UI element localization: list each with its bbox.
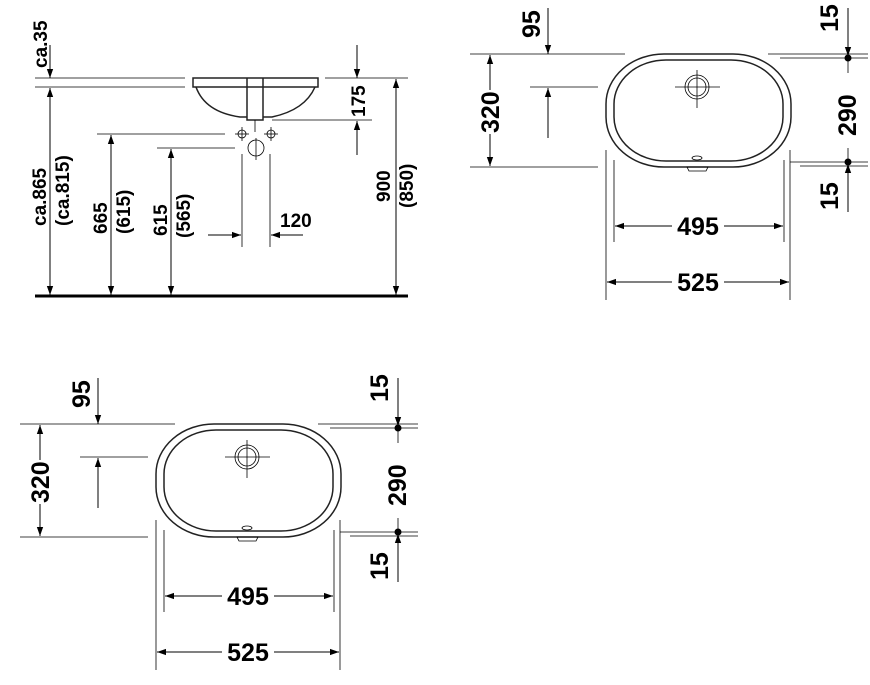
tap-holes <box>235 127 278 160</box>
basin-section <box>192 77 319 132</box>
dim-15-top: 15 <box>816 4 844 32</box>
dim-ca815: (ca.815) <box>53 155 74 226</box>
basin-outline <box>605 53 792 168</box>
dim-ca35: ca.35 <box>31 20 52 68</box>
plan-view-top-right: 95 320 15 290 15 495 525 <box>470 4 868 300</box>
dim-850: (850) <box>397 164 418 208</box>
dim-615: 615 <box>151 204 172 236</box>
overflow-icon <box>686 155 709 172</box>
dim-320: 320 <box>27 461 55 503</box>
dim-175: 175 <box>349 85 370 117</box>
dim-495: 495 <box>227 583 269 611</box>
basin-outline <box>155 423 342 538</box>
drain-icon <box>225 440 270 478</box>
dim-900: 900 <box>374 170 395 202</box>
dim-95: 95 <box>68 380 96 408</box>
side-view: ca.35 175 900 (850) ca.865 (ca.815) 665 … <box>30 20 418 298</box>
dim-ca865: ca.865 <box>30 167 51 226</box>
dim-495: 495 <box>677 213 719 241</box>
drain-icon <box>675 70 720 108</box>
dim-525: 525 <box>227 639 269 667</box>
dim-665: 665 <box>91 202 112 234</box>
dim-565: (565) <box>174 194 195 238</box>
dim-290: 290 <box>384 464 412 506</box>
dim-615-bracket: (615) <box>114 190 135 234</box>
dim-320: 320 <box>477 91 505 133</box>
overflow-icon <box>236 525 259 542</box>
dim-15-bottom: 15 <box>366 552 394 580</box>
dim-15-top: 15 <box>366 374 394 402</box>
plan-view-bottom-left: 95 320 15 290 15 495 525 <box>20 374 418 670</box>
dim-120: 120 <box>280 211 312 232</box>
dim-15-bottom: 15 <box>816 182 844 210</box>
dim-525: 525 <box>677 269 719 297</box>
dim-290: 290 <box>834 94 862 136</box>
dim-95: 95 <box>518 10 546 38</box>
